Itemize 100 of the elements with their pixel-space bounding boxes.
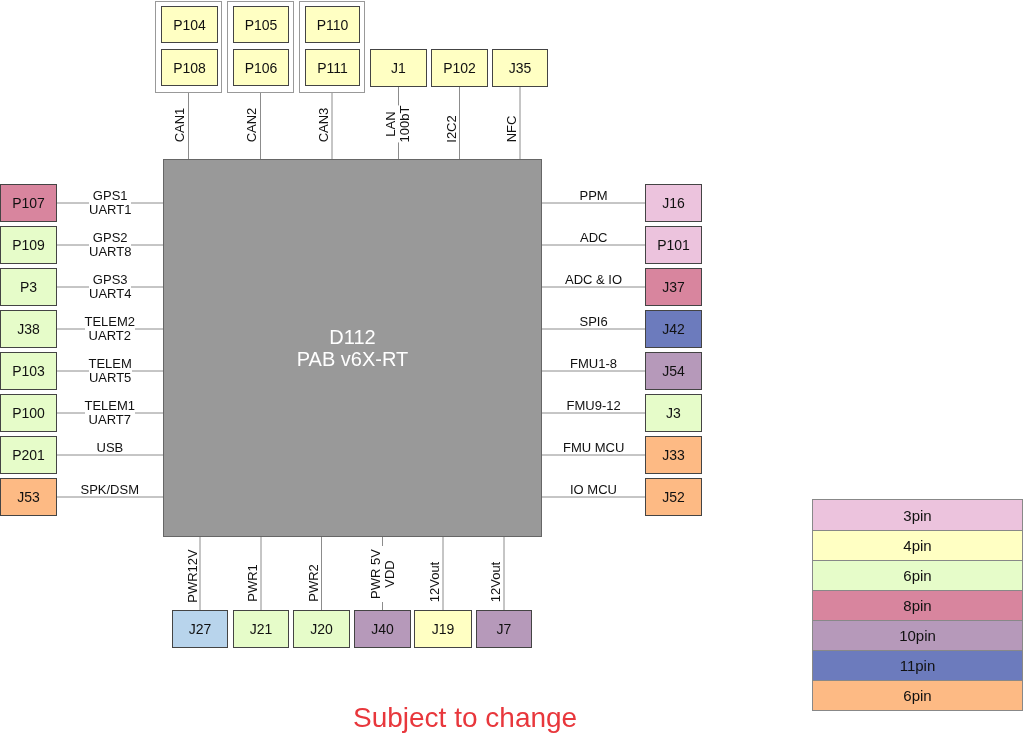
connector-box (305, 49, 360, 86)
connector-designator: J33 (662, 447, 685, 463)
connector-designator: P109 (12, 237, 45, 253)
connector-box (293, 610, 350, 648)
signal-label: GPS2 UART8 (89, 231, 132, 259)
connector-designator: P103 (12, 363, 45, 379)
connector-box (161, 6, 218, 43)
connector-designator: J40 (371, 621, 394, 637)
signal-line (503, 536, 505, 611)
signal-label: TELEM1 UART7 (84, 399, 136, 427)
connector-box (0, 352, 57, 390)
connector-box (233, 610, 289, 648)
legend-label: 10pin (899, 627, 936, 644)
connector-box (414, 610, 472, 648)
connector-designator: J3 (666, 405, 681, 421)
connector-box (476, 610, 532, 648)
signal-label: 12Vout (488, 561, 503, 602)
connector-designator: P100 (12, 405, 45, 421)
signal-line (541, 286, 646, 288)
connector-box (370, 49, 427, 87)
signal-line (541, 244, 646, 246)
connector-group-frame (227, 1, 294, 93)
signal-line (541, 454, 646, 456)
connector-designator: J16 (662, 195, 685, 211)
signal-label: FMU1-8 (570, 357, 617, 371)
connector-box (645, 184, 702, 222)
connector-designator: J20 (310, 621, 333, 637)
signal-line (541, 328, 646, 330)
legend-label: 6pin (903, 687, 932, 704)
signal-label: CAN2 (245, 107, 260, 142)
connector-designator: P108 (173, 59, 206, 76)
connector-designator: P3 (19, 279, 38, 295)
signal-line (188, 92, 189, 160)
signal-label: SPI6 (579, 315, 608, 329)
signal-label: CAN1 (173, 107, 188, 142)
signal-label: PWR12V (185, 548, 200, 603)
signal-label: ADC & IO (565, 273, 623, 287)
connector-designator: J37 (662, 279, 685, 295)
connector-designator: P106 (244, 59, 278, 76)
connector-designator: P107 (12, 195, 45, 211)
connector-designator: J27 (188, 621, 212, 637)
connector-designator: J42 (662, 321, 685, 337)
signal-line (321, 536, 322, 611)
chip-designator: D112 (329, 326, 376, 348)
signal-label: PWR1 (245, 564, 260, 602)
legend-label: 11pin (899, 657, 936, 674)
connector-designator: J1 (391, 60, 406, 76)
connector-box (645, 478, 702, 516)
connector-designator: J54 (662, 363, 685, 379)
connector-box (305, 6, 360, 43)
connector-box (0, 436, 57, 474)
connector-designator: J35 (508, 60, 532, 76)
connector-box (645, 268, 702, 306)
legend-label: 6pin (903, 567, 932, 584)
connector-designator: P104 (173, 16, 206, 33)
signal-line (260, 92, 261, 160)
connector-box (431, 49, 488, 87)
chip-name: PAB v6X-RT (296, 348, 409, 370)
signal-label: I2C2 (444, 114, 459, 143)
connector-designator: J38 (17, 321, 40, 337)
connector-designator: J19 (431, 621, 455, 637)
legend-label: 8pin (903, 597, 932, 614)
connector-box (0, 184, 57, 222)
signal-line (260, 536, 262, 611)
connector-box (0, 310, 57, 348)
signal-label: PPM (579, 189, 608, 203)
signal-label: TELEM UART5 (88, 357, 132, 385)
signal-label: GPS1 UART1 (89, 189, 132, 217)
connector-box (0, 478, 57, 516)
connector-group-frame (155, 1, 222, 93)
signal-label: GPS3 UART4 (89, 273, 132, 301)
connector-box (0, 268, 57, 306)
connector-box (172, 610, 228, 648)
connector-box (233, 49, 289, 86)
connector-group-frame (299, 1, 365, 93)
note-text: Subject to change (353, 702, 578, 734)
connector-box (645, 394, 702, 432)
signal-line (541, 496, 646, 498)
connector-box (0, 226, 57, 264)
signal-line (199, 536, 201, 611)
signal-line (331, 92, 333, 160)
signal-label: NFC (504, 115, 519, 142)
connector-box (645, 226, 702, 264)
signal-line (442, 536, 444, 611)
signal-label: PWR2 (306, 564, 321, 602)
connector-box (645, 352, 702, 390)
signal-line (56, 454, 164, 456)
signal-label: ADC (580, 231, 608, 245)
signal-label: FMU9-12 (566, 399, 621, 413)
connector-designator: J52 (662, 489, 685, 505)
connector-box (0, 394, 57, 432)
processor-block (163, 159, 542, 537)
signal-label: TELEM2 UART2 (84, 315, 136, 343)
connector-designator: J21 (249, 621, 273, 637)
signal-label: CAN3 (316, 107, 331, 142)
connector-box (354, 610, 411, 648)
connector-box (645, 436, 702, 474)
signal-line (541, 202, 646, 204)
connector-box (645, 310, 702, 348)
legend-label: 3pin (903, 506, 932, 524)
